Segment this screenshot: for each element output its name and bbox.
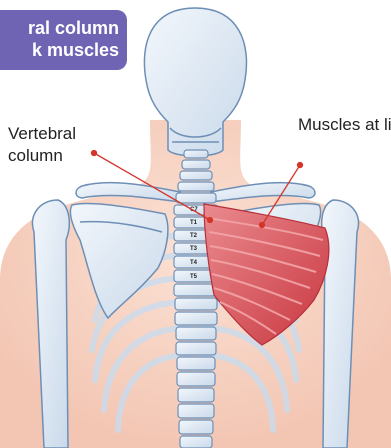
title-line-2: k muscles	[0, 39, 119, 61]
label-muscles-ligaments: Muscles at ligaments	[298, 114, 391, 136]
vertebra-label-t5: T5	[190, 274, 198, 280]
label-vertebral-column: Vertebral column	[8, 123, 76, 167]
vertebra-label-t3: T3	[190, 246, 198, 252]
title-banner: ral column k muscles	[0, 10, 127, 70]
vertebra-label-t2: T2	[190, 233, 198, 239]
title-line-1: ral column	[0, 17, 119, 39]
vertebra-label-t4: T4	[190, 260, 198, 266]
vertebra-label-t1: T1	[190, 220, 198, 226]
